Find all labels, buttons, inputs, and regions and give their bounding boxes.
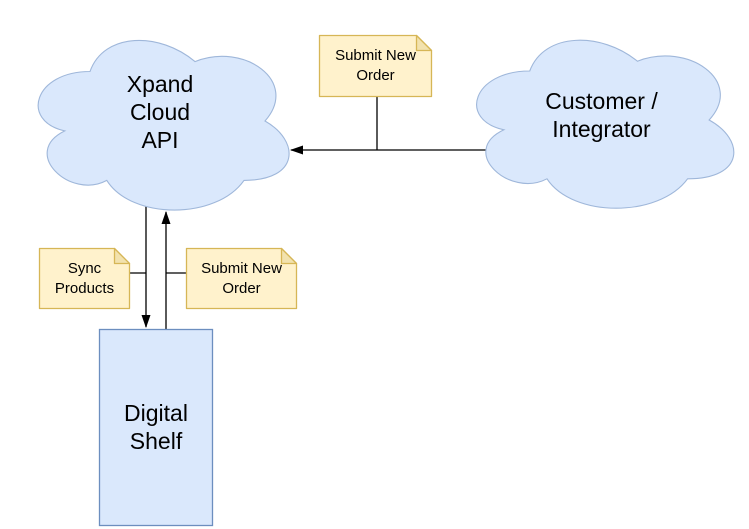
note-shape bbox=[318, 34, 433, 98]
note-shape bbox=[38, 247, 131, 310]
customer-cloud-shape bbox=[476, 39, 735, 209]
digital-shelf-shape bbox=[98, 328, 214, 527]
note-sync-products bbox=[38, 247, 131, 310]
note-submit-order-top bbox=[318, 34, 433, 98]
note-fold-corner-icon bbox=[415, 34, 433, 52]
xpand-cloud-shape bbox=[37, 40, 290, 211]
note-submit-order-mid bbox=[185, 247, 298, 310]
edge-layer bbox=[126, 95, 505, 329]
note-shape bbox=[185, 247, 298, 310]
note-fold-corner-icon bbox=[280, 247, 298, 265]
note-fold-corner-icon bbox=[113, 247, 131, 265]
